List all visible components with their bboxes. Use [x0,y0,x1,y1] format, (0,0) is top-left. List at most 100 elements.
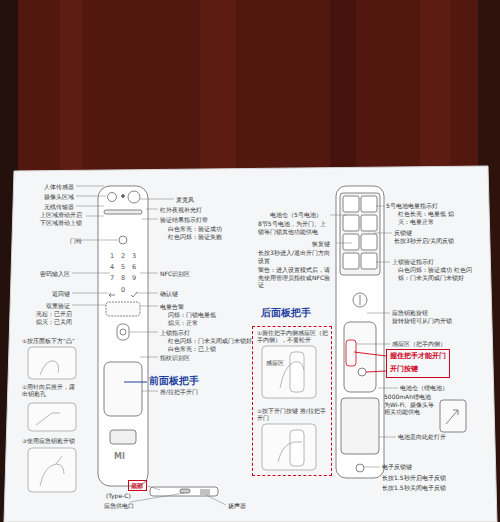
part-label: 确认键 [160,290,178,298]
handle-sketch [290,352,304,392]
view-label: 底部 [131,482,143,490]
keypad-digit: 7 [110,274,114,282]
part-label: 旋转旋钮可从门内开锁 [392,317,472,325]
bottom-view [150,487,218,496]
camera-lens [128,191,140,203]
keypad-digit: 2 [121,252,125,260]
view-tag: 底部 [128,480,147,491]
aa-battery [361,215,377,231]
front-panel [98,186,148,486]
pin-sketch [36,413,60,425]
part-label: 感应区（把手内侧） [392,340,446,348]
part-label: 电量告警 [160,303,184,311]
logo-text: MI [114,452,125,462]
handle-sketch [290,430,304,466]
keypad-digit: 9 [132,274,136,282]
battery-cover-picture [440,400,466,432]
part-label: 应急钥匙旋钮 [392,309,428,317]
battery-compartment [340,193,380,275]
leader-lines [330,206,398,467]
handle-pointer [124,382,147,383]
instruction-text: ①握住把手内侧感应区（把手内侧），不要松开 [257,330,329,344]
keypad-digit: 4 [110,263,114,271]
sensor-lens [108,193,117,202]
keypad-digit: 6 [132,263,136,271]
part-label: 电子反锁键 [382,463,412,471]
type-c-port [180,489,190,493]
part-label: 白色闪烁：验证成功 红色闪烁：门未关闭或门未锁好 [398,266,478,281]
red-pointer [354,352,386,372]
part-label: 红色闪烁：门未关闭或门未锁好 白色常亮：已上锁 [168,337,258,352]
aa-battery [361,196,377,212]
step-picture [262,424,316,470]
paper-sheet [4,166,497,522]
keypad-digit: 3 [132,252,136,260]
speaker-grille [200,490,210,494]
part-label: 门铃 [70,237,82,245]
wood-grain [330,0,356,180]
instruction-text: ②用针向后推开，露出钥匙孔 [22,384,80,398]
part-label: 恢复键 [312,240,330,248]
wood-grain [60,0,82,180]
part-label: 电池盖向此处打开 [398,433,446,441]
instruction-text: ③使用应急钥匙开锁 [22,438,75,445]
fingerprint-reader [117,324,129,340]
part-label: 红色长亮：电量低 熄灭：电量正常 [398,210,458,225]
fingerprint-symbol [120,329,126,335]
part-label: 电池仓（锂电池） [400,384,448,392]
part-label: 人体传感器 [44,183,74,191]
wood-grain [200,0,236,180]
instruction-text: ①按压面板下方“凸” [22,338,75,345]
back-key-symbol [109,293,115,297]
step-picture [262,346,316,398]
part-label: 验证结果指示灯带 [160,216,208,224]
callout-box: 握住把手才能开门开门按键 [386,349,450,378]
part-label: 扬声器 [228,502,246,510]
part-label: 警告：进入设置模式后，请先使用管理员指纹或NFC验证 [258,266,334,289]
part-label: 双重验证 [46,302,70,310]
part-label: NFC识别区 [160,270,190,278]
callout-text: 开门按键 [390,365,418,374]
aa-battery [361,234,377,250]
hand-sketch [40,361,59,375]
part-label: 长按1.5秒关闭电子反锁 [382,484,482,492]
section-title: 前面板把手 [149,375,199,388]
keypad-digit: 1 [110,252,114,260]
part-label: 反锁键 [394,229,412,237]
section-title: 后面板把手 [261,307,311,320]
part-label: 密码输入区 [40,270,70,278]
part-label: 推/拉把手开门 [160,388,198,396]
part-label: 上锁指示灯 [160,329,190,337]
step-picture [28,448,76,492]
open-button [358,368,366,376]
back-handle [344,322,376,392]
part-label: 麦克风 [176,196,194,204]
part-label: 指纹识别区 [160,354,190,362]
step-picture [28,403,76,431]
doorbell-button [119,236,127,244]
part-label: 长按3秒开启/关闭反锁 [394,237,474,245]
key-cover [110,430,136,444]
keypad-digit: 5 [121,263,125,271]
light-strip [104,210,142,214]
part-label: 5号电池电量指示灯 [386,202,438,210]
key-sketch [40,456,64,486]
hand-sketch [278,442,302,462]
part-label: 上区域滑动开启 下区域滑动上锁 [40,211,86,226]
aa-battery [343,253,359,269]
sensing-area [346,340,356,366]
open-arrow [446,410,458,424]
part-label: 无线传输器 [44,203,74,211]
lithium-battery-door [341,398,379,454]
part-label: 亮起：已开启 熄灭：已关闭 [36,310,76,325]
part-label: 闪烁：门锁电量低 熄灭：正常 [168,311,218,326]
part-label: 长按1.5秒开启电子反锁 [382,474,482,482]
part-label: 应急供电口 [104,502,134,510]
instruction-text: ②按下开门按键 推/拉把手开门 [257,408,329,422]
aa-battery [343,234,359,250]
part-label: 返回键 [52,290,70,298]
deadlock-button [356,464,364,472]
step-picture [28,347,76,379]
emergency-knob [353,293,367,307]
